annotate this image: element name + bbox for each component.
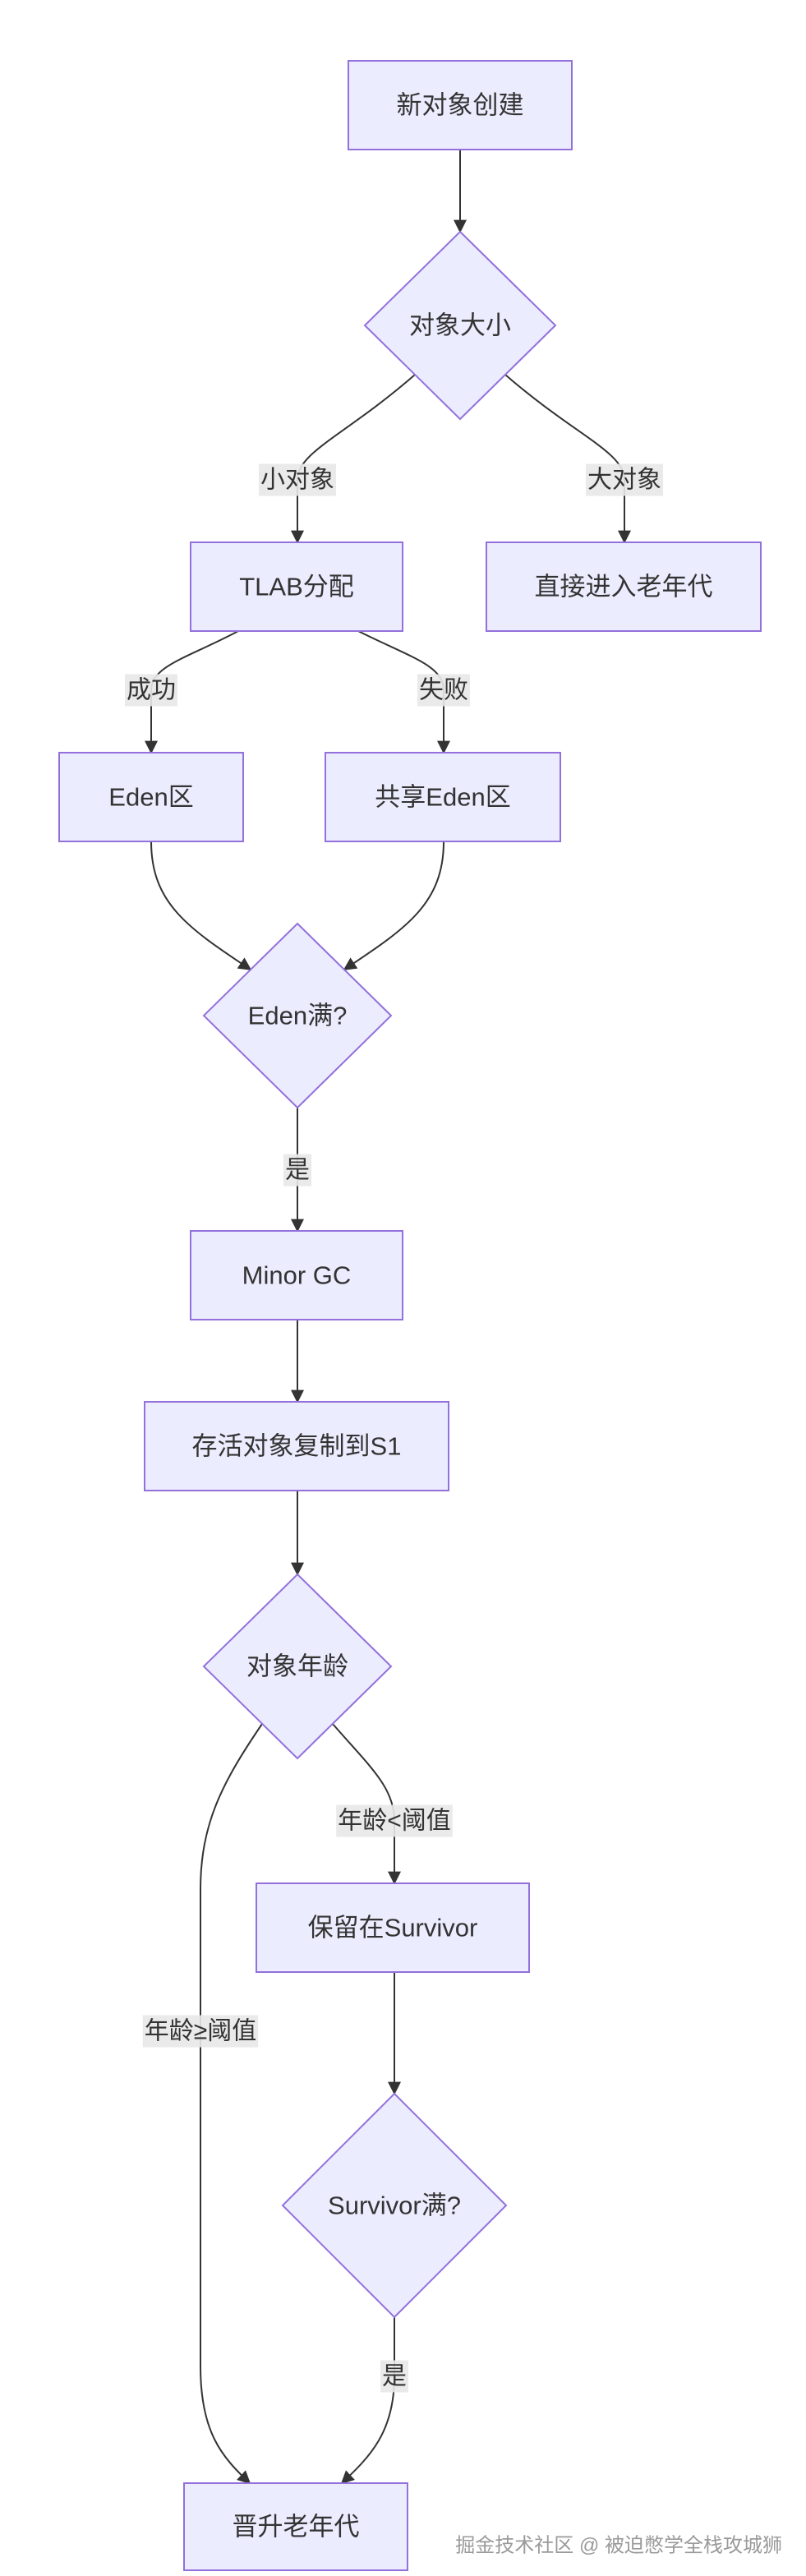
decision-diamond <box>202 1573 393 1760</box>
nodes: 新对象创建 对象大小 TLAB分配 直接进入老年代 Eden区 共享Eden区 … <box>58 60 762 2571</box>
edge-label-bg <box>283 1154 311 1187</box>
edge-label-bg <box>259 463 336 496</box>
node-label: 保留在Survivor <box>308 1914 478 1942</box>
edge-label-text: 年龄≥阈值 <box>145 2018 256 2045</box>
node-eden: Eden区 <box>58 752 244 842</box>
edge-label-text: 小对象 <box>260 467 334 494</box>
edge-label-fail: 失败 <box>417 674 470 707</box>
edge-label-age-below: 年龄<阈值 <box>336 1804 453 1837</box>
edge-label-text: 失败 <box>419 677 468 704</box>
node-label: 直接进入老年代 <box>535 573 713 601</box>
node-label: 对象年龄 <box>246 1652 348 1681</box>
edge-label-text: 大对象 <box>587 467 661 494</box>
decision-diamond <box>202 922 393 1109</box>
edge-label-age-at-least: 年龄≥阈值 <box>142 2015 259 2048</box>
edge-object-size-to-tlab <box>291 374 416 544</box>
edge-label-text: 成功 <box>127 677 176 704</box>
node-box <box>256 1882 530 1973</box>
node-object-age: 对象年龄 <box>202 1573 393 1760</box>
node-tlab-alloc: TLAB分配 <box>190 541 403 632</box>
edges <box>145 150 631 2485</box>
edge-label-text: 年龄<阈值 <box>338 1808 451 1835</box>
edge-object-age-to-keep-survivor <box>332 1723 401 1885</box>
node-label: 存活对象复制到S1 <box>192 1432 402 1461</box>
edge-label-success: 成功 <box>125 674 177 707</box>
node-box <box>58 752 244 842</box>
edge-label-bg <box>380 2360 408 2393</box>
node-box <box>190 541 403 632</box>
edge-label-bg <box>142 2015 259 2048</box>
node-box <box>348 60 573 150</box>
node-survivor-full: Survivor满? <box>281 2092 508 2319</box>
node-label: Eden满? <box>248 1002 348 1030</box>
edge-label-bg <box>336 1804 453 1837</box>
node-label: Minor GC <box>242 1261 352 1290</box>
edge-label-yes-eden-full: 是 <box>283 1154 311 1187</box>
edge-labels: 小对象 大对象 成功 失败 是 年龄<阈值 年龄≥阈值 是 <box>125 463 663 2393</box>
edge-label-text: 是 <box>285 1157 310 1184</box>
edge-object-size-to-direct-old <box>504 374 631 544</box>
node-shared-eden: 共享Eden区 <box>325 752 561 842</box>
node-keep-survivor: 保留在Survivor <box>256 1882 530 1973</box>
node-object-size: 对象大小 <box>363 230 557 421</box>
decision-diamond <box>281 2092 508 2319</box>
node-promote-old: 晋升老年代 <box>183 2482 408 2571</box>
edge-label-small-object: 小对象 <box>259 463 336 496</box>
edge-label-bg <box>417 674 470 707</box>
node-minor-gc: Minor GC <box>190 1230 403 1320</box>
edge-label-bg <box>125 674 177 707</box>
node-box <box>144 1401 449 1491</box>
node-label: 新对象创建 <box>397 91 524 120</box>
node-box <box>325 752 561 842</box>
node-label: TLAB分配 <box>239 573 354 601</box>
edge-label-yes-survivor-full: 是 <box>380 2360 408 2393</box>
edge-shared-eden-to-eden-full <box>343 841 444 970</box>
node-direct-old: 直接进入老年代 <box>486 541 762 632</box>
node-box <box>183 2482 408 2571</box>
node-box <box>190 1230 403 1320</box>
edge-object-age-to-promote-old <box>200 1723 263 2485</box>
node-box <box>486 541 762 632</box>
node-label: 共享Eden区 <box>375 783 510 812</box>
edge-label-bg <box>586 463 663 496</box>
edge-label-text: 是 <box>382 2363 407 2390</box>
node-label: Eden区 <box>108 783 193 812</box>
edge-eden-to-eden-full <box>150 841 252 970</box>
decision-diamond <box>363 230 557 421</box>
node-new-object: 新对象创建 <box>348 60 573 150</box>
edge-label-large-object: 大对象 <box>586 463 663 496</box>
edge-survivor-full-to-promote-old <box>340 2317 395 2485</box>
node-eden-full: Eden满? <box>202 922 393 1109</box>
node-label: Survivor满? <box>328 2191 461 2220</box>
watermark: 掘金技术社区 @ 被迫憋学全栈攻城狮 <box>455 2535 782 2557</box>
node-copy-s1: 存活对象复制到S1 <box>144 1401 449 1491</box>
node-label: 对象大小 <box>409 311 511 340</box>
node-label: 晋升老年代 <box>233 2513 360 2541</box>
